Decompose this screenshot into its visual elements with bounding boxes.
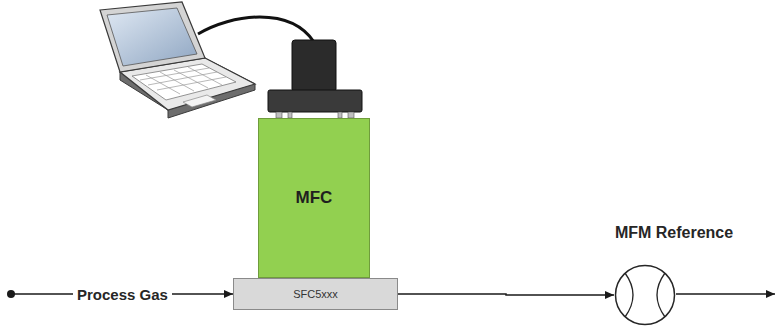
node-text: MFM Reference	[598, 224, 750, 242]
laptop-keys	[140, 67, 226, 94]
laptop-keyboard	[132, 64, 236, 100]
flow-arrow	[398, 294, 614, 295]
outlet-line	[676, 293, 775, 295]
laptop-touchpad	[183, 95, 216, 107]
line-label: Process Gas	[73, 286, 172, 303]
cable	[198, 17, 314, 42]
node-text: MFC	[296, 188, 333, 208]
controller-box: MFC	[258, 118, 370, 278]
laptop-screen-frame	[100, 2, 205, 72]
connector-plug	[292, 40, 336, 92]
node-text: SFC5xxx	[293, 288, 338, 300]
flow-meter: MFM Reference	[598, 224, 750, 326]
base-block: SFC5xxx	[233, 278, 398, 310]
laptop-screen	[107, 8, 197, 66]
flow-meter-symbol	[614, 264, 676, 326]
connector-plate	[268, 90, 362, 112]
